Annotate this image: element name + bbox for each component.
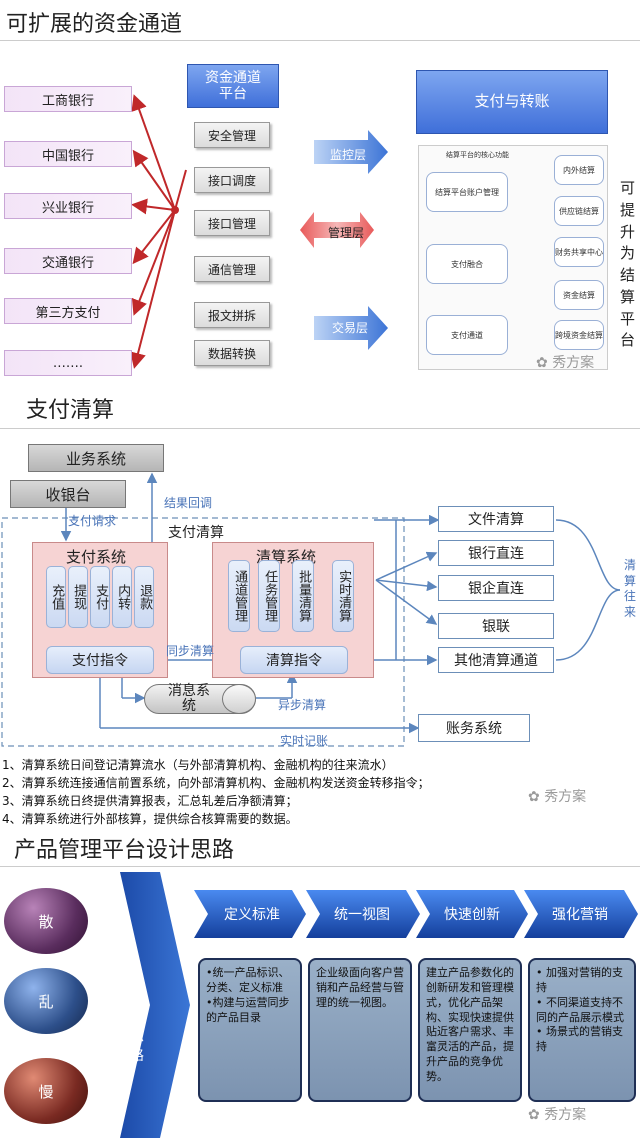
- divider: [0, 866, 640, 867]
- bank-item: 兴业银行: [4, 193, 132, 219]
- watermark: ✿ 秀方案: [528, 1107, 587, 1123]
- module-box: 接口管理: [194, 210, 270, 236]
- watermark: ✿ 秀方案: [536, 355, 595, 371]
- ball-slow: 慢: [4, 1058, 88, 1124]
- payment-request-label: 支付请求: [68, 514, 117, 528]
- module-box: 安全管理: [194, 122, 270, 148]
- divider: [0, 40, 640, 41]
- channel-box: 银联: [438, 613, 554, 639]
- realtime-booking-label: 实时记账: [280, 734, 329, 748]
- module-box: 通信管理: [194, 256, 270, 282]
- payment-cell: 充值: [46, 566, 66, 628]
- async-clearing-label: 异步清算: [278, 698, 327, 712]
- clearing-command: 清算指令: [240, 646, 348, 674]
- layer-label: 监控层: [330, 148, 367, 162]
- channel-box: 银企直连: [438, 575, 554, 601]
- module-box: 数据转换: [194, 340, 270, 366]
- layer-arrows: [300, 130, 388, 350]
- stage-label: 强化营销: [552, 907, 608, 923]
- platform-header: 资金通道 平台: [187, 64, 279, 108]
- ball-chaos: 乱: [4, 968, 88, 1034]
- clearing-region-label: 支付清算: [168, 525, 224, 541]
- core-right-box: 供应链结算: [554, 196, 604, 226]
- bank-item: 中国银行: [4, 141, 132, 167]
- note-line: 4、清算系统进行外部核算，提供综合核算需要的数据。: [2, 812, 298, 826]
- payment-cell: 退款: [134, 566, 154, 628]
- clearing-cell: 通道管理: [228, 560, 250, 632]
- channel-box: 银行直连: [438, 540, 554, 566]
- side-text: 可提升为结算平台: [620, 179, 636, 350]
- stage-label: 快速创新: [444, 907, 500, 923]
- right-header: 支付与转账: [416, 70, 608, 134]
- clearing-cell: 任务管理: [258, 560, 280, 632]
- core-left-box: 结算平台账户管理: [426, 172, 508, 212]
- build-label: 建设思路: [130, 991, 144, 1064]
- accounting-system: 账务系统: [418, 714, 530, 742]
- note-line: 3、清算系统日终提供清算报表，汇总轧差后净额清算；: [2, 794, 298, 808]
- cashier-box: 收银台: [10, 480, 126, 508]
- core-right-box: 资金结算: [554, 280, 604, 310]
- stage-chevrons: [194, 890, 638, 938]
- divider: [0, 428, 640, 429]
- payment-system-title: 支付系统: [66, 548, 127, 566]
- stage-description: 建立产品参数化的创新研发和管理模式，优化产品架构、实现快速提供贴近客户需求、丰富…: [418, 958, 522, 1102]
- stage-label: 统一视图: [334, 907, 390, 923]
- stage-description: 企业级面向客户营销和产品经营与管理的统一视图。: [308, 958, 412, 1102]
- core-function-title: 结算平台的核心功能: [446, 151, 509, 159]
- core-right-box: 跨境资金结算: [554, 320, 604, 350]
- message-system-label: 消息系统: [168, 682, 210, 714]
- section1-title: 可扩展的资金通道: [6, 12, 183, 37]
- layer-label: 管理层: [328, 226, 365, 240]
- module-box: 报文拼拆: [194, 302, 270, 328]
- payment-cell: 支付: [90, 566, 110, 628]
- clearing-cell: 实时清算: [332, 560, 354, 632]
- stage-label: 定义标准: [224, 907, 280, 923]
- result-callback-label: 结果回调: [164, 496, 213, 510]
- build-arrow: [120, 872, 190, 1138]
- section2-title: 支付清算: [26, 398, 115, 423]
- core-right-box: 内外结算: [554, 155, 604, 185]
- note-line: 1、清算系统日间登记清算流水（与外部清算机构、金融机构的往来流水）: [2, 758, 394, 772]
- message-system-cap: [222, 684, 256, 714]
- core-right-box: 财务共享中心: [554, 237, 604, 267]
- clearing-side-text: 清算往来: [624, 558, 637, 619]
- ball-scatter: 散: [4, 888, 88, 954]
- payment-cell: 内转: [112, 566, 132, 628]
- section3-title: 产品管理平台设计思路: [14, 838, 235, 863]
- stage-description: •统一产品标识、分类、定义标准 •构建与运营同步的产品目录: [198, 958, 302, 1102]
- watermark: ✿ 秀方案: [528, 789, 587, 805]
- payment-cell: 提现: [68, 566, 88, 628]
- clearing-cell: 批量清算: [292, 560, 314, 632]
- sync-clearing-label: 同步清算: [166, 644, 215, 658]
- module-box: 接口调度: [194, 167, 270, 193]
- bank-item: 第三方支付: [4, 298, 132, 324]
- bank-item: 交通银行: [4, 248, 132, 274]
- layer-label: 交易层: [332, 321, 369, 335]
- note-line: 2、清算系统连接通信前置系统，向外部清算机构、金融机构发送资金转移指令；: [2, 776, 430, 790]
- core-left-box: 支付融合: [426, 244, 508, 284]
- channel-box: 其他清算通道: [438, 647, 554, 673]
- bank-item: …….: [4, 350, 132, 376]
- bank-item: 工商银行: [4, 86, 132, 112]
- business-system: 业务系统: [28, 444, 164, 472]
- core-left-box: 支付通道: [426, 315, 508, 355]
- stage-description: • 加强对营销的支持 • 不同渠道支持不同的产品展示模式 • 场景式的营销支持: [528, 958, 636, 1102]
- payment-command: 支付指令: [46, 646, 154, 674]
- channel-box: 文件清算: [438, 506, 554, 532]
